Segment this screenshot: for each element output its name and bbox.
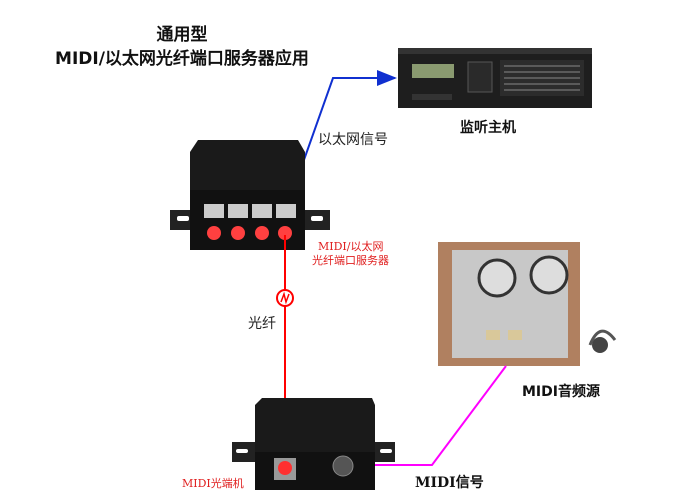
server-label-line-2: 光纤端口服务器 — [312, 254, 389, 267]
fiber-label: 光纤 — [248, 316, 276, 332]
port-server-device — [170, 140, 330, 250]
monitor-host-label: 监听主机 — [460, 120, 516, 136]
title-line-2: MIDI/以太网光纤端口服务器应用 — [55, 49, 309, 69]
audio-source-label: MIDI音频源 — [522, 384, 600, 400]
midi-signal-label: MIDI信号 — [415, 475, 484, 491]
fiber-icon — [276, 289, 294, 307]
server-label-line-1: MIDI/以太网 — [318, 240, 384, 253]
ethernet-signal-label: 以太网信号 — [318, 132, 388, 148]
midi-transceiver-device — [232, 398, 395, 490]
midi-transceiver-label: MIDI光端机 — [182, 477, 244, 490]
title-line-1: 通用型 — [156, 25, 208, 45]
midi-audio-source-device — [438, 242, 617, 366]
monitor-host-device — [398, 48, 592, 108]
midi-link — [336, 365, 507, 475]
